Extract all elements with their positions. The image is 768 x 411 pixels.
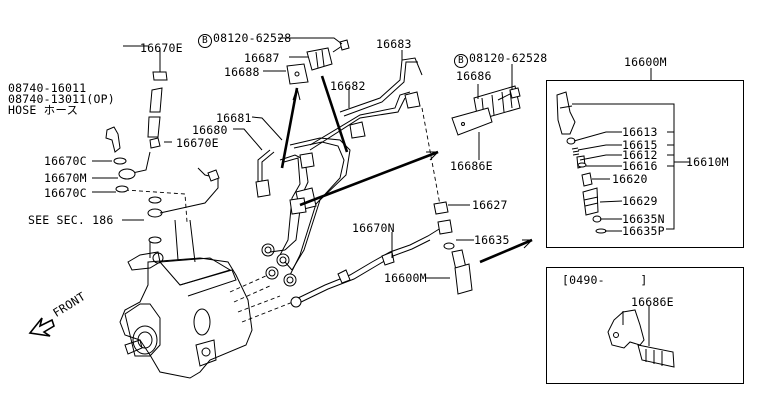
spill-tube-drawing [290,107,533,308]
label-16670e-mid: 16670E [176,136,219,150]
variant-detail-box [546,267,744,384]
hose-label-line3: HOSE ホース [8,103,79,117]
label-16683: 16683 [376,37,412,51]
label-16686e: 16686E [450,159,493,173]
label-16670n: 16670N [352,221,395,235]
label-16680: 16680 [192,123,228,137]
label-16627: 16627 [472,198,508,212]
bolt-symbol: B [198,34,212,48]
label-16629: 16629 [622,194,658,208]
label-16616: 16616 [622,159,658,173]
nozzle-detail-title: 16600M [624,55,667,69]
variant-date-range: [0490- ] [562,273,648,287]
label-16620: 16620 [612,172,648,186]
label-16670c-a: 16670C [44,154,87,168]
label-16686: 16686 [456,69,492,83]
label-16635n: 16635N [622,212,665,226]
return-hose-drawing [105,52,220,214]
label-16682: 16682 [330,79,366,93]
label-16670e-top: 16670E [140,41,183,55]
label-16612: 16612 [622,148,658,162]
injection-pump-drawing [119,189,299,379]
leader-lines [92,37,513,279]
label-16615: 16615 [622,138,658,152]
label-16635: 16635 [474,233,510,247]
label-16635p: 16635P [622,224,665,238]
bolt-part-number: 08120-62528 [213,31,292,45]
label-16681: 16681 [216,111,252,125]
holder-drawing [299,85,521,207]
label-16610m: 16610M [686,155,729,169]
injection-tubes-drawing [255,57,423,287]
label-16600m-nozzle: 16600M [384,271,427,285]
label-16613: 16613 [622,125,658,139]
nozzle-detail-drawing [556,68,690,234]
nozzle-detail-box [546,80,744,248]
label-16688: 16688 [224,65,260,79]
hose-label-line1: 08740-16011 [8,81,87,95]
label-16687: 16687 [244,51,280,65]
label-16670c-b: 16670C [44,186,87,200]
label-see-sec: SEE SEC. 186 [28,213,114,227]
label-16686e-variant: 16686E [631,295,674,309]
bolt-symbol: B [454,54,468,68]
label-16670m: 16670M [44,171,87,185]
front-arrow-drawing [28,317,55,337]
hose-label-line2: 08740-13011(OP) [8,92,115,106]
bolt-part-number: 08120-62528 [469,51,548,65]
clamp-drawing [280,39,350,169]
variant-detail-drawing [607,306,675,368]
